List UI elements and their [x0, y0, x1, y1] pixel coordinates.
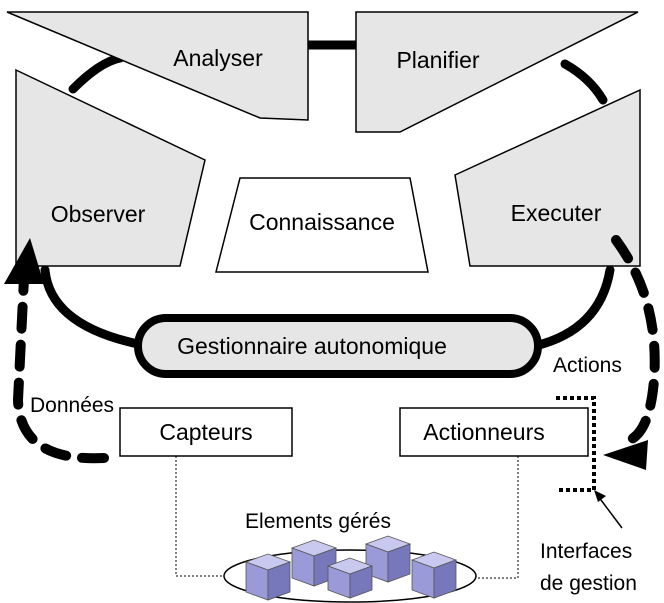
connaissance-block — [215, 177, 429, 273]
connaissance-label: Connaissance — [249, 209, 395, 235]
cube-icon — [364, 535, 412, 583]
observer-block — [15, 68, 206, 267]
interface-pointer-head — [594, 490, 606, 502]
gestionnaire-autonomique-bar — [134, 314, 542, 378]
analyser-block — [6, 11, 309, 121]
cube-icon — [410, 551, 458, 599]
actionneurs-connector — [460, 456, 519, 579]
action-flow-arrow — [603, 235, 660, 470]
interface-pointer-line — [597, 495, 623, 529]
observer-label: Observer — [51, 201, 146, 227]
interfaces-label-line2: de gestion — [540, 572, 637, 595]
action-flow-dashed-line — [611, 235, 660, 445]
observer-analyser-arc — [68, 53, 125, 94]
planifier-label: Planifier — [396, 47, 479, 73]
donnees-label: Données — [30, 394, 114, 417]
data-flow-arrow — [4, 238, 109, 464]
mape-loop-connectors — [40, 40, 615, 351]
planifier-block — [355, 11, 639, 133]
executer-label: Executer — [511, 200, 602, 226]
capteurs-label: Capteurs — [159, 419, 252, 445]
executer-manager-arc — [530, 265, 615, 351]
action-flow-arrowhead — [603, 440, 648, 470]
analyser-label: Analyser — [173, 45, 263, 71]
capteurs-connector — [175, 456, 236, 577]
cube-icon — [244, 553, 292, 601]
executer-block — [454, 88, 641, 267]
interfaces-label-line1: Interfaces — [540, 540, 632, 563]
cube-icon — [326, 557, 374, 599]
cube-icon — [290, 539, 338, 587]
data-flow-dashed-line — [12, 273, 109, 464]
data-flow-arrowhead — [4, 238, 44, 284]
interface-dotted-bracket — [556, 396, 596, 492]
planifier-executer-arc — [560, 59, 608, 105]
observer-manager-arc — [40, 265, 143, 349]
elements-geres-label: Elements gérés — [245, 510, 391, 533]
gestionnaire-autonomique-label: Gestionnaire autonomique — [177, 333, 447, 359]
actionneurs-label: Actionneurs — [423, 419, 544, 445]
actions-label: Actions — [553, 354, 622, 377]
actionneurs-box — [399, 407, 589, 457]
capteurs-box — [119, 407, 293, 457]
